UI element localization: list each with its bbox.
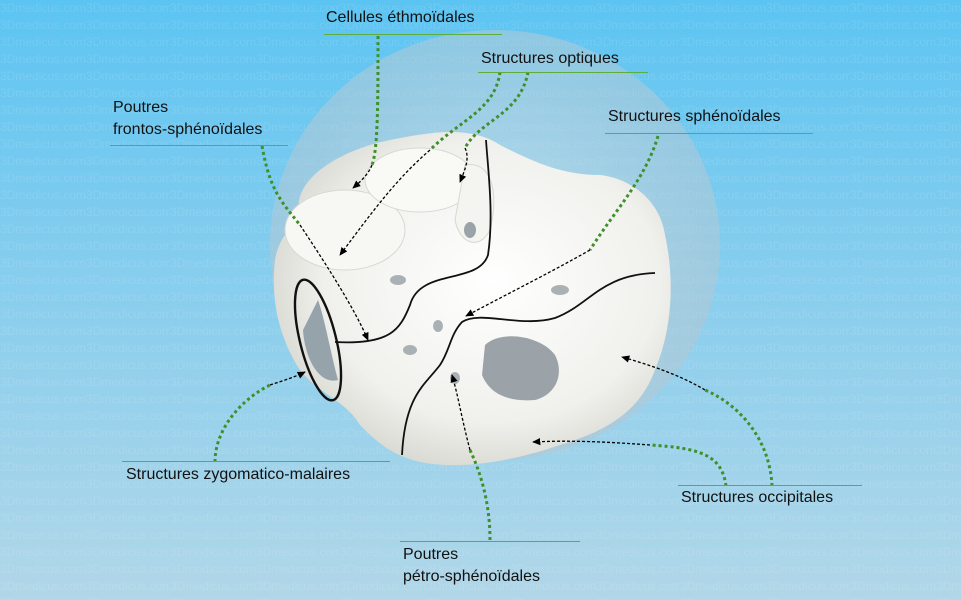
arrow-zygomatic — [269, 371, 306, 386]
arrows — [269, 147, 706, 451]
underline-occipital — [678, 485, 862, 486]
arrow-occipital-2 — [532, 437, 651, 446]
leader-optic-1 — [428, 71, 502, 152]
arrow-fronto — [299, 224, 369, 341]
underline-petro — [400, 541, 580, 542]
arrow-ethmoid — [352, 164, 373, 189]
label-optic-structures: Structures optiques — [481, 50, 619, 67]
underline-sphenoid — [605, 133, 813, 134]
leader-optic-2 — [463, 71, 530, 149]
leader-lines — [213, 35, 774, 541]
label-fronto-line2: frontos-sphénoïdales — [113, 121, 263, 138]
leader-zygomatic — [213, 383, 271, 463]
arrow-occipital-1 — [621, 355, 706, 391]
leader-fronto — [260, 145, 302, 226]
arrow-optic-2 — [459, 147, 468, 183]
underline-fronto — [110, 145, 288, 146]
label-petro-line1: Poutres — [403, 546, 459, 563]
underline-zygomatic — [122, 461, 390, 462]
label-petro-line2: pétro-sphénoïdales — [403, 568, 540, 585]
label-fronto-line1: Poutres — [113, 99, 169, 116]
underline-optic — [478, 72, 648, 73]
skull-base-bone — [273, 131, 671, 466]
arrow-sphenoid — [465, 249, 591, 317]
outline-curves — [293, 139, 656, 456]
label-sphenoid-structures: Structures sphénoïdales — [608, 108, 781, 125]
leader-occipital-1 — [704, 388, 774, 487]
label-ethmoid-cells: Cellules éthmoïdales — [326, 9, 475, 26]
leader-ethmoid — [370, 35, 380, 166]
leader-sphenoid — [588, 135, 660, 251]
underline-ethmoid — [324, 34, 502, 35]
arrow-optic-1 — [339, 149, 431, 256]
label-zygomatic-structures: Structures zygomatico-malaires — [126, 466, 351, 483]
label-occipital-structures: Structures occipitales — [681, 489, 834, 506]
arrow-petro — [450, 374, 471, 451]
leader-occipital-2 — [649, 443, 728, 487]
